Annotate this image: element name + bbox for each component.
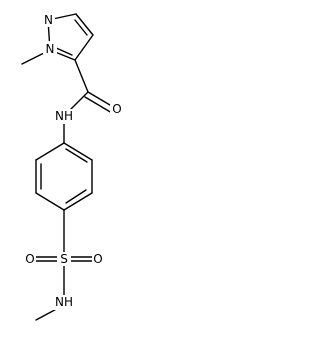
bond-lines	[21, 13, 116, 321]
atom-label-carbonyl-oxygen: O	[112, 102, 121, 116]
bond-c3-c4-double	[74, 19, 88, 36]
bond-c5-carbonyl	[74, 59, 89, 93]
atom-label-pyrazole-n1: N	[46, 42, 55, 56]
bond-ring-bottom-left	[35, 192, 65, 211]
atom-label-amide-nh: NH	[55, 109, 73, 123]
bond-ring-top-left	[35, 142, 65, 161]
bond-c4-c5	[74, 34, 94, 61]
atom-label-sulfonamide-nh: NH	[55, 295, 73, 309]
bond-ring-bottom-right-double	[65, 189, 87, 204]
atom-label-sulfur: S	[60, 252, 68, 266]
molecule-structure: N N O NH S O O NH	[21, 12, 124, 321]
atom-label-sulfonyl-oxygen-left: O	[25, 252, 34, 266]
atom-labels: N N O NH S O O NH	[22, 12, 124, 310]
bond-carbonyl-oxygen-double	[84, 96, 113, 114]
bond-c3-c4	[75, 13, 94, 36]
bond-ring-top-right-double	[65, 148, 88, 163]
atom-label-pyrazole-n2: N	[44, 13, 53, 27]
bond-ring-bottom-right	[63, 192, 93, 211]
bond-ring-top-right	[63, 142, 93, 161]
atom-label-sulfonyl-oxygen-right: O	[93, 252, 102, 266]
